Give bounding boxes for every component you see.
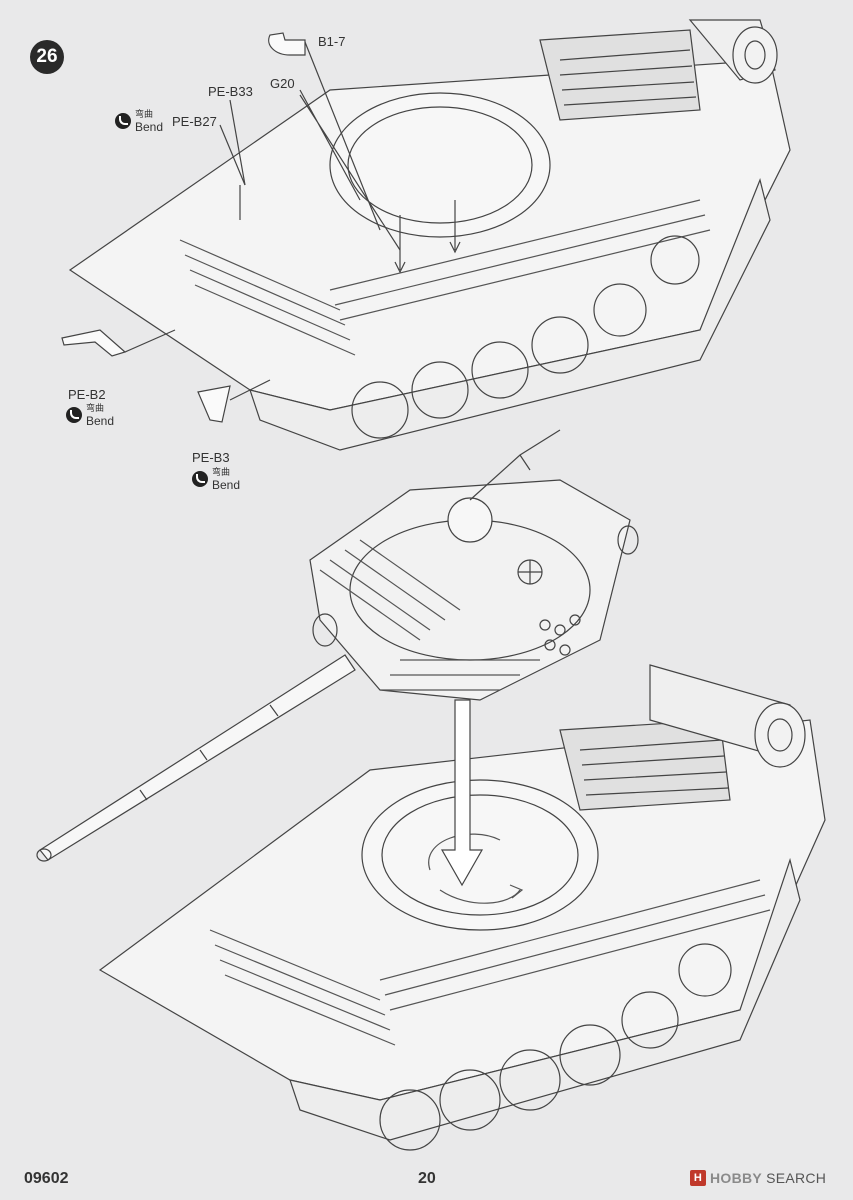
callout-b1-7: B1-7 bbox=[318, 34, 346, 49]
bend-cn-text: 弯曲 bbox=[212, 467, 231, 477]
lower-hull-illustration bbox=[98, 664, 826, 1151]
turret-illustration bbox=[36, 429, 639, 862]
watermark-brand: HOBBY bbox=[710, 1170, 763, 1186]
watermark-search: SEARCH bbox=[766, 1170, 827, 1186]
callout-g20: G20 bbox=[270, 76, 295, 91]
bend-en-text: Bend bbox=[86, 414, 115, 428]
callout-pe-b33: PE-B33 bbox=[208, 84, 253, 99]
callout-pe-b3: PE-B3 bbox=[192, 450, 230, 465]
bend-icon bbox=[115, 113, 131, 129]
bend-icon bbox=[66, 407, 82, 423]
kit-code: 09602 bbox=[24, 1170, 69, 1187]
bend-icon bbox=[192, 471, 208, 487]
hobby-search-logo-icon: H bbox=[690, 1170, 706, 1186]
bend-cn-text: 弯曲 bbox=[135, 109, 154, 119]
callout-pe-b2: PE-B2 bbox=[68, 387, 106, 402]
upper-hull-illustration bbox=[61, 19, 791, 451]
pe-b2-part bbox=[61, 329, 127, 357]
page-number: 20 bbox=[418, 1170, 436, 1187]
hobby-search-watermark: H HOBBY SEARCH bbox=[690, 1170, 826, 1186]
callout-pe-b27: PE-B27 bbox=[172, 114, 217, 129]
bend-en-text: Bend bbox=[212, 478, 241, 492]
step-number-badge: 26 bbox=[30, 40, 64, 74]
bend-en-text: Bend bbox=[135, 120, 164, 134]
pe-b3-part bbox=[197, 385, 231, 423]
b1-7-part bbox=[268, 32, 306, 56]
bend-cn-text: 弯曲 bbox=[86, 403, 105, 413]
